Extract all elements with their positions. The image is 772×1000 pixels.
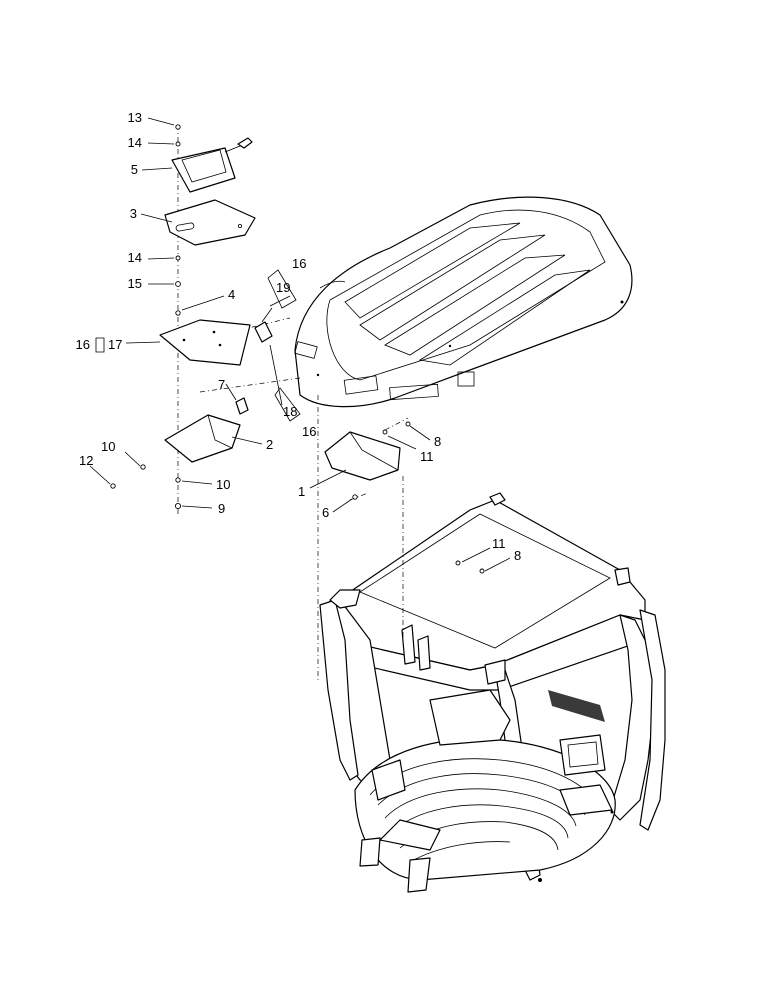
callout-17: 17 [108, 337, 122, 352]
callout-6: 6 [322, 505, 329, 520]
callout-16: 16 [302, 424, 316, 439]
callout-1: 1 [298, 484, 305, 499]
callout-8: 8 [434, 434, 441, 449]
callout-14: 14 [128, 135, 142, 150]
callout-labels: 13 14 5 3 14 15 4 16 19 16 17 7 18 16 2 … [76, 110, 522, 563]
part-7-spacer [235, 397, 249, 415]
part-3-plate [164, 199, 256, 246]
part-17-bracket [159, 319, 251, 366]
callout-10: 10 [101, 439, 115, 454]
callout-9: 9 [218, 501, 225, 516]
part-1-support [324, 431, 401, 481]
callout-11: 11 [420, 449, 434, 464]
callout-14: 14 [128, 250, 142, 265]
callout-19: 19 [276, 280, 290, 295]
callout-7: 7 [218, 377, 225, 392]
callout-18: 18 [283, 404, 297, 419]
roof-panel [294, 196, 633, 408]
cab-frame [319, 492, 666, 893]
callout-3: 3 [130, 206, 137, 221]
callout-2: 2 [266, 437, 273, 452]
callout-16: 16 [76, 337, 90, 352]
callout-15: 15 [128, 276, 142, 291]
callout-16: 16 [292, 256, 306, 271]
leader-lines [89, 117, 511, 572]
fasteners [110, 124, 485, 574]
callout-13: 13 [128, 110, 142, 125]
cab-vent-grille [548, 690, 605, 722]
part-5-controller [171, 137, 253, 193]
callout-10: 10 [216, 477, 230, 492]
part-19-connector [254, 321, 273, 343]
callout-8: 8 [514, 548, 521, 563]
callout-5: 5 [131, 162, 138, 177]
callout-12: 12 [79, 453, 93, 468]
callout-4: 4 [228, 287, 235, 302]
part-2-mount [164, 414, 241, 463]
callout-11: 11 [492, 536, 506, 551]
